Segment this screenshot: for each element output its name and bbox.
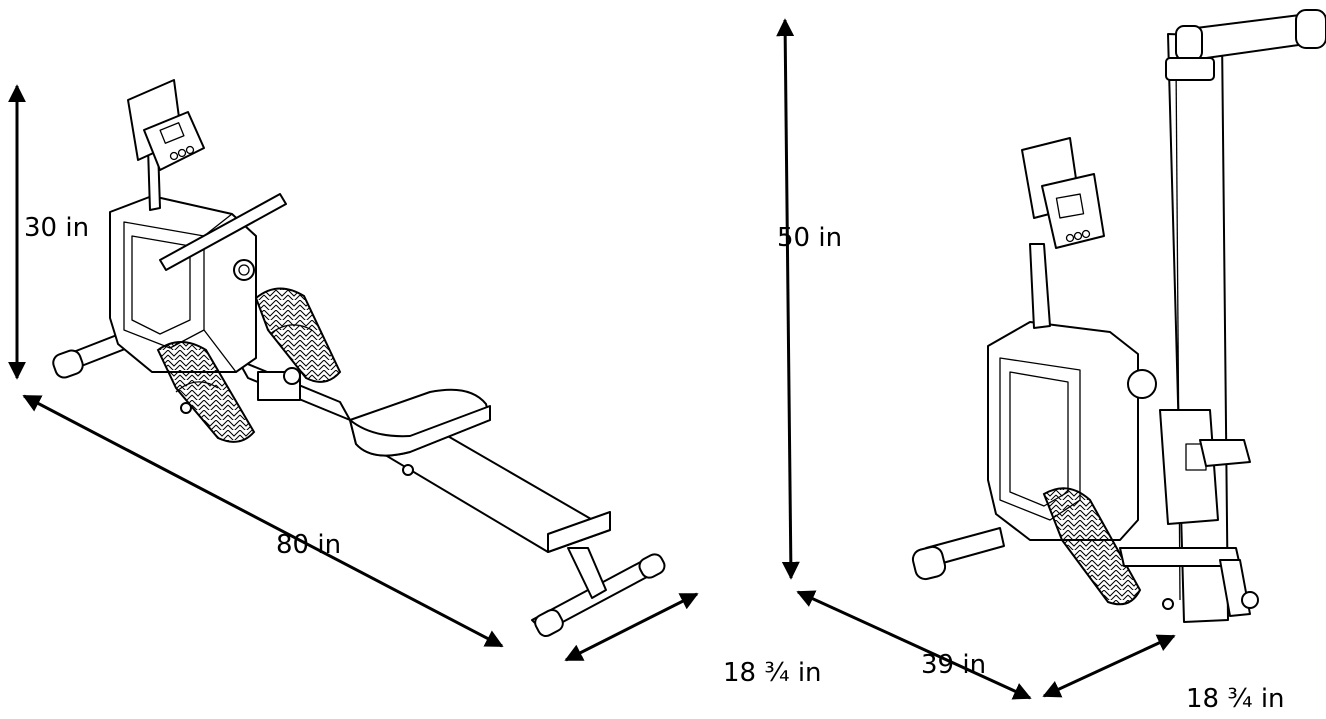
length-arrow-right [796, 590, 1032, 700]
height-arrow-right [776, 18, 800, 580]
length-label-right: 39 in [921, 650, 986, 680]
length-label-left: 80 in [276, 530, 341, 560]
rower-folded-illustration [911, 9, 1326, 623]
width-label-right: 18 ¾ in [1186, 684, 1285, 714]
length-arrow-left [22, 394, 504, 648]
width-arrow-left [564, 592, 699, 662]
dimension-arrows [8, 18, 1176, 700]
height-label-right: 50 in [777, 223, 842, 253]
rower-unfolded-illustration [52, 79, 666, 637]
height-label-left: 30 in [24, 213, 89, 243]
width-label-left: 18 ¾ in [723, 658, 822, 688]
width-arrow-right [1042, 634, 1176, 698]
